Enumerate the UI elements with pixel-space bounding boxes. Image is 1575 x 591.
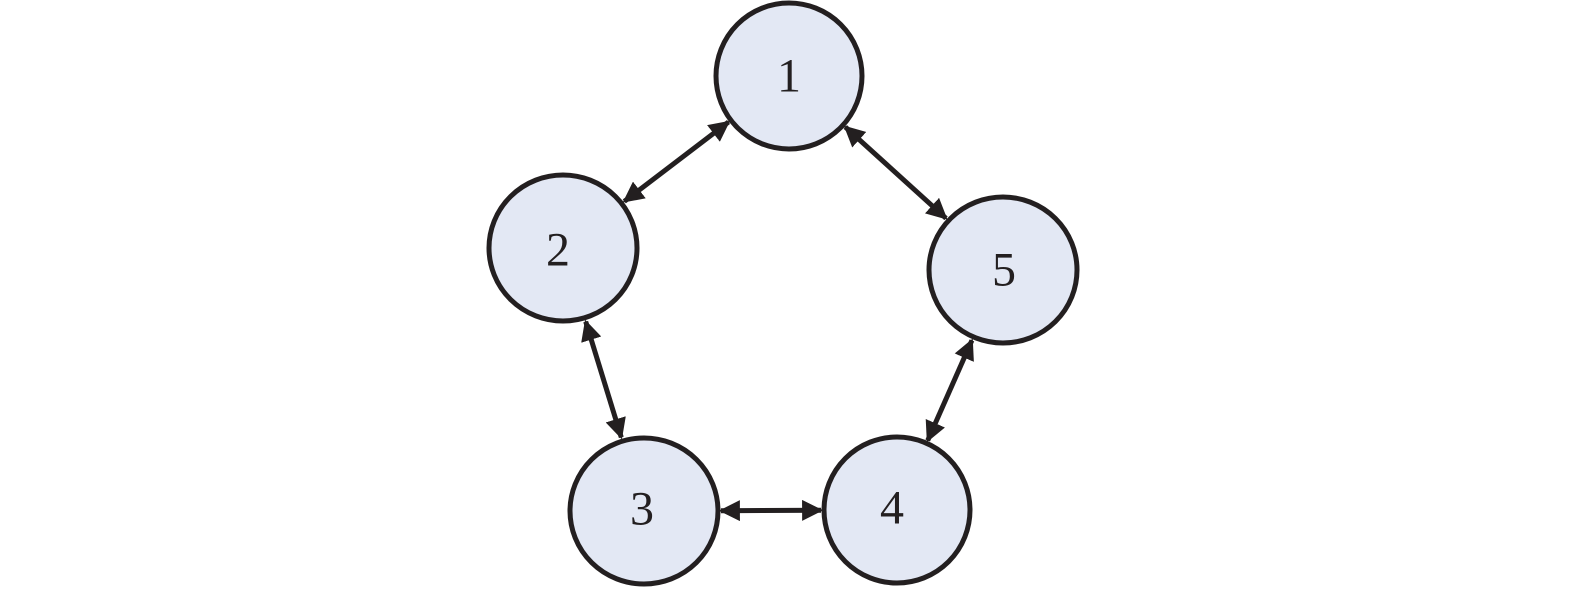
node-3-circle	[567, 435, 721, 587]
node-5-circle	[926, 194, 1080, 346]
edge-1-2	[622, 120, 731, 204]
node-5-label: 5	[992, 244, 1016, 297]
node-1-circle	[713, 0, 865, 152]
node-2-circle	[486, 172, 640, 324]
node-4-circle	[821, 434, 973, 586]
edges-layer	[581, 120, 975, 522]
node-3: 3	[567, 435, 721, 587]
node-2: 2	[486, 172, 640, 324]
node-2-label: 2	[546, 224, 570, 277]
node-4: 4	[821, 434, 973, 586]
edge-5-1	[843, 125, 948, 221]
node-3-label: 3	[630, 483, 654, 536]
node-4-label: 4	[880, 482, 904, 535]
node-5: 5	[926, 194, 1080, 346]
node-1: 1	[713, 0, 865, 152]
edge-4-5	[925, 338, 975, 443]
edge-2-3	[581, 319, 626, 440]
nodes-layer: 1 2 3 4 5	[486, 0, 1080, 587]
node-1-label: 1	[777, 50, 801, 103]
